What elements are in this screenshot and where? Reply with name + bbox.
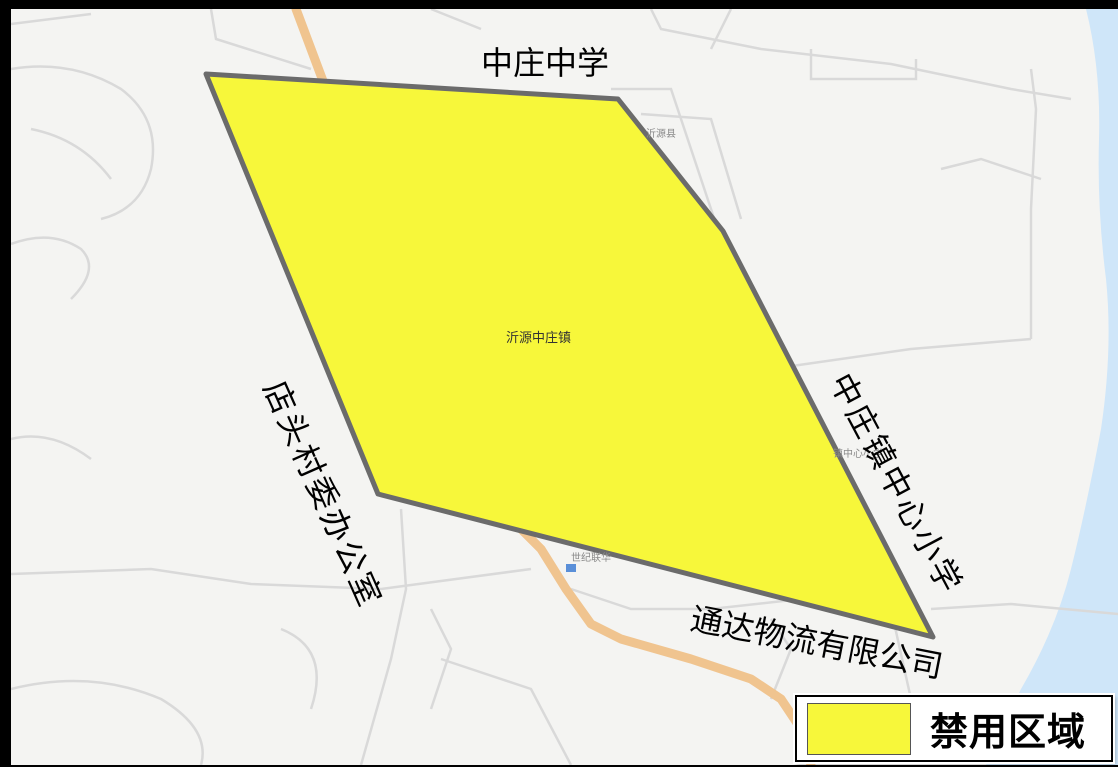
label-top: 中庄中学 (481, 44, 609, 82)
restricted-zone[interactable] (203, 71, 936, 640)
river (986, 9, 1118, 765)
legend-label: 禁用区域 (929, 710, 1086, 754)
map-canvas[interactable]: 沂源县 镇中心小学 世纪联华 沂源中庄镇 中庄中学 店头村委办公室 中庄镇中心小… (11, 9, 1118, 765)
poi-label-3: 世纪联华 (571, 551, 611, 564)
zone-center-label: 沂源中庄镇 (506, 330, 571, 346)
legend-swatch (807, 702, 911, 755)
poi-label-2: 镇中心小学 (833, 447, 883, 460)
legend: 禁用区域 (795, 695, 1113, 762)
poi-label-1: 沂源县 (646, 127, 676, 140)
shop-marker: 世纪联华 (566, 551, 611, 572)
minor-roads (11, 9, 1118, 765)
